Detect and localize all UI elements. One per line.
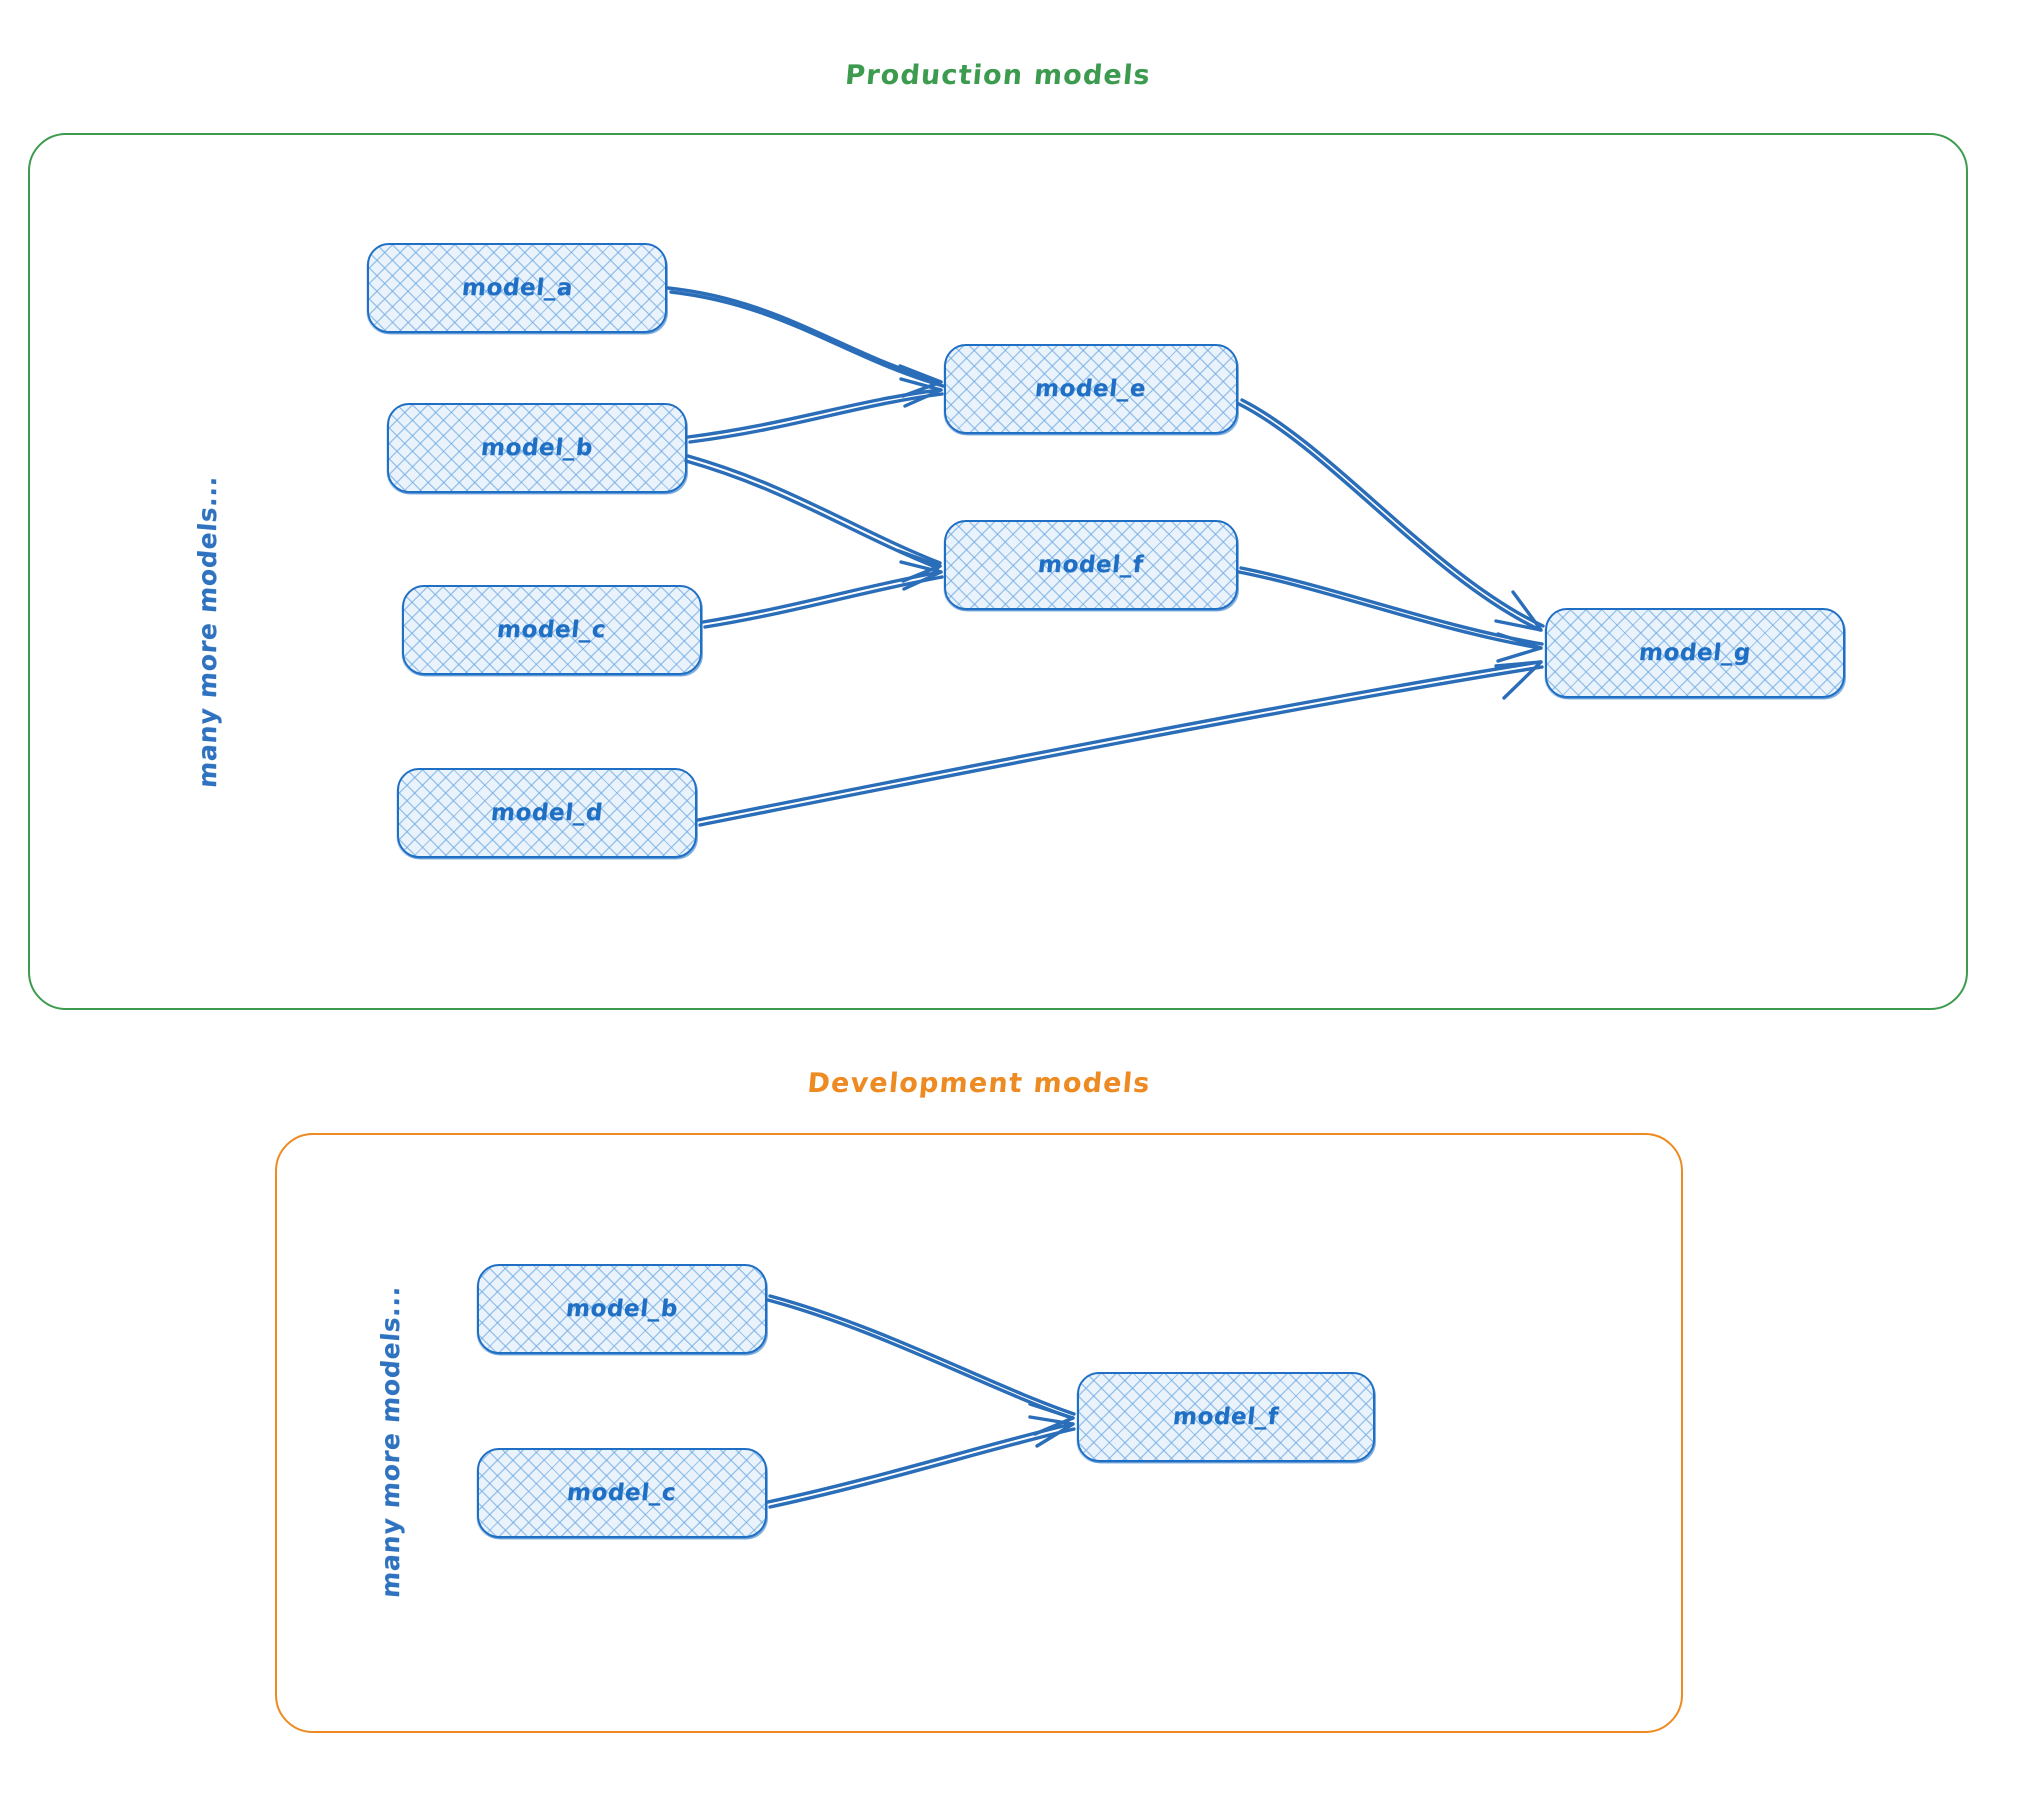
node-dev-model-f-label: model_f (1171, 1404, 1281, 1430)
node-model-e[interactable]: model_e (944, 344, 1238, 434)
production-many-more-models-label: many more models... (193, 474, 222, 789)
node-model-d[interactable]: model_d (397, 768, 697, 858)
node-model-a[interactable]: model_a (367, 243, 667, 333)
production-group-title: Production models (843, 60, 1153, 91)
node-model-b[interactable]: model_b (387, 403, 687, 493)
node-model-e-label: model_e (1034, 376, 1148, 402)
development-group-container (275, 1133, 1683, 1733)
node-dev-model-b-label: model_b (564, 1296, 680, 1322)
node-dev-model-f[interactable]: model_f (1077, 1372, 1375, 1462)
node-model-f[interactable]: model_f (944, 520, 1238, 610)
node-model-g[interactable]: model_g (1545, 608, 1845, 698)
node-dev-model-b[interactable]: model_b (477, 1264, 767, 1354)
node-model-d-label: model_d (489, 800, 605, 826)
development-many-more-models-label: many more models... (376, 1284, 405, 1599)
node-model-g-label: model_g (1637, 640, 1753, 666)
node-model-c-label: model_c (496, 617, 608, 643)
node-dev-model-c-label: model_c (566, 1480, 678, 1506)
node-model-a-label: model_a (460, 275, 574, 301)
node-dev-model-c[interactable]: model_c (477, 1448, 767, 1538)
development-group-title: Development models (806, 1068, 1152, 1099)
production-group-container (28, 133, 1968, 1010)
node-model-b-label: model_b (479, 435, 595, 461)
node-model-f-label: model_f (1036, 552, 1146, 578)
node-model-c[interactable]: model_c (402, 585, 702, 675)
